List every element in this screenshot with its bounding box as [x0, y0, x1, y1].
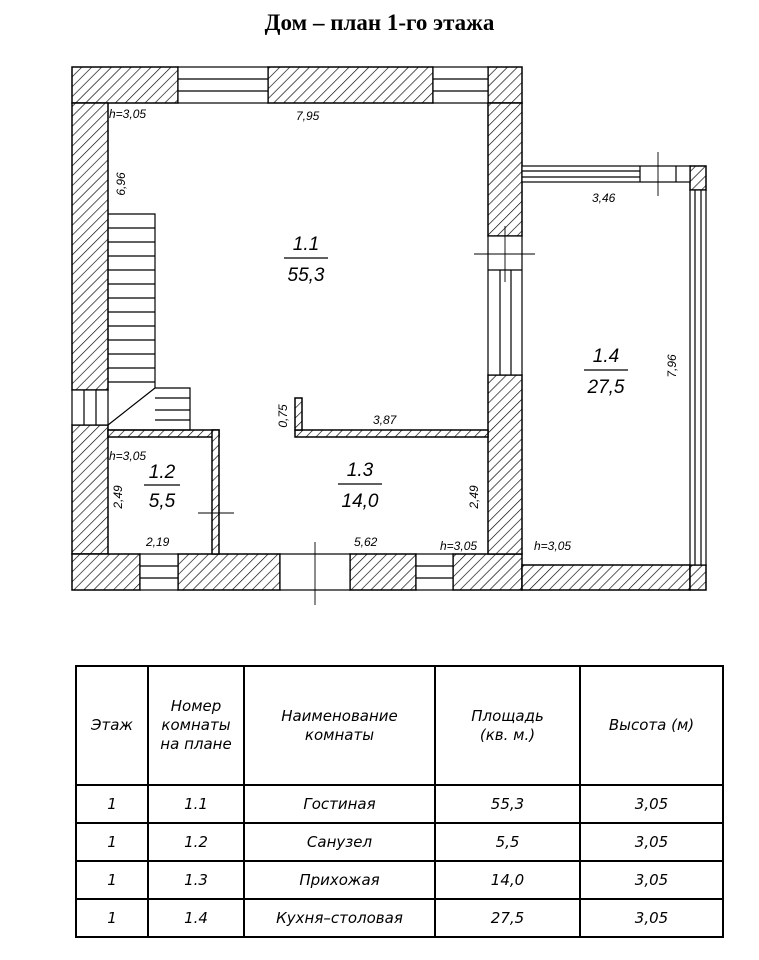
window-north-2 — [432, 66, 489, 104]
cell-floor: 1 — [75, 898, 149, 938]
rooms-table: Этаж Номер комнаты на плане Наименование… — [75, 665, 724, 938]
wall-hall-stub — [294, 397, 303, 431]
floor-plan: 1.1 55,3 1.2 5,5 1.3 14,0 1.4 27,5 h=3,0… — [71, 66, 707, 605]
dimension-labels: h=3,05 7,95 6,96 3,46 7,96 0,75 3,87 h=3… — [109, 107, 679, 553]
dim-kitchen-length: 7,96 — [665, 354, 679, 378]
cell-room-number: 1.2 — [147, 822, 245, 862]
cell-area: 55,3 — [434, 784, 581, 824]
cell-height: 3,05 — [579, 860, 724, 900]
cell-height: 3,05 — [579, 822, 724, 862]
wall-north-left — [71, 66, 179, 104]
wall-north-mid — [267, 66, 434, 104]
dim-hall-width: 5,62 — [354, 535, 378, 549]
cell-area: 27,5 — [434, 898, 581, 938]
cell-height: 3,05 — [579, 898, 724, 938]
page-title: Дом – план 1-го этажа — [264, 10, 495, 35]
wall-mid-upper — [487, 102, 523, 237]
dim-bath-length: 2,49 — [111, 485, 125, 510]
room-1-2-number: 1.2 — [149, 462, 176, 483]
room-1-1-area: 55,3 — [288, 265, 325, 286]
wall-south-4 — [452, 553, 523, 591]
dim-height-bath: h=3,05 — [109, 449, 146, 463]
wall-kitchen-south — [521, 564, 691, 591]
wall-south-3 — [349, 553, 417, 591]
cell-floor: 1 — [75, 860, 149, 900]
wall-kitchen-corner-top — [689, 165, 707, 191]
header-height: Высота (м) — [579, 665, 724, 786]
staircase — [107, 213, 191, 431]
cell-floor: 1 — [75, 822, 149, 862]
wall-mid-lower — [487, 374, 523, 555]
cell-room-name: Гостиная — [243, 784, 436, 824]
header-room-number: Номер комнаты на плане — [147, 665, 245, 786]
wall-west-upper — [71, 102, 109, 391]
room-1-4-area: 27,5 — [587, 377, 625, 398]
cell-area: 5,5 — [434, 822, 581, 862]
dim-living-length: 6,96 — [114, 172, 128, 196]
dim-stub: 0,75 — [276, 404, 290, 428]
cell-height: 3,05 — [579, 784, 724, 824]
room-labels: 1.1 55,3 1.2 5,5 1.3 14,0 1.4 27,5 — [144, 234, 628, 512]
dim-hall-partition: 3,87 — [373, 413, 398, 427]
header-room-name: Наименование комнаты — [243, 665, 436, 786]
wall-bath-partition-side — [211, 429, 220, 555]
wall-south-1 — [71, 553, 141, 591]
dim-hall-length: 2,49 — [467, 485, 481, 510]
window-south-2 — [415, 553, 454, 591]
window-south-1 — [139, 553, 179, 591]
wall-south-2 — [177, 553, 281, 591]
window-west — [71, 389, 109, 426]
table-row: 1 1.1 Гостиная 55,3 3,05 — [75, 784, 724, 824]
dim-height-kitchen: h=3,05 — [534, 539, 571, 553]
window-kitchen-east — [689, 189, 707, 566]
dim-height-hall: h=3,05 — [440, 539, 477, 553]
window-kitchen-north — [521, 165, 691, 183]
wall-west-lower — [71, 424, 109, 555]
cell-area: 14,0 — [434, 860, 581, 900]
wall-hall-partition — [294, 429, 489, 438]
dim-bath-width: 2,19 — [145, 535, 170, 549]
wall-bath-partition-top — [107, 429, 220, 438]
cell-room-name: Кухня–столовая — [243, 898, 436, 938]
dim-height-living: h=3,05 — [109, 107, 146, 121]
windows — [71, 66, 707, 591]
walls — [71, 66, 707, 591]
dim-kitchen-width: 3,46 — [592, 191, 616, 205]
wall-north-right — [487, 66, 523, 104]
cell-room-number: 1.4 — [147, 898, 245, 938]
room-1-3-number: 1.3 — [347, 460, 374, 481]
cell-room-name: Прихожая — [243, 860, 436, 900]
cell-room-number: 1.3 — [147, 860, 245, 900]
room-1-1-number: 1.1 — [293, 234, 319, 255]
dim-living-width: 7,95 — [296, 109, 320, 123]
room-1-2-area: 5,5 — [149, 491, 176, 512]
header-area: Площадь (кв. м.) — [434, 665, 581, 786]
cell-floor: 1 — [75, 784, 149, 824]
wall-kitchen-corner-bottom — [689, 564, 707, 591]
room-1-4-number: 1.4 — [593, 346, 619, 367]
room-1-3-area: 14,0 — [342, 491, 379, 512]
table-row: 1 1.3 Прихожая 14,0 3,05 — [75, 860, 724, 900]
header-floor: Этаж — [75, 665, 149, 786]
table-row: 1 1.4 Кухня–столовая 27,5 3,05 — [75, 898, 724, 938]
cell-room-name: Санузел — [243, 822, 436, 862]
axis-marks — [198, 152, 659, 605]
table-row: 1 1.2 Санузел 5,5 3,05 — [75, 822, 724, 862]
cell-room-number: 1.1 — [147, 784, 245, 824]
table-header-row: Этаж Номер комнаты на плане Наименование… — [75, 665, 724, 786]
window-north-1 — [177, 66, 269, 104]
